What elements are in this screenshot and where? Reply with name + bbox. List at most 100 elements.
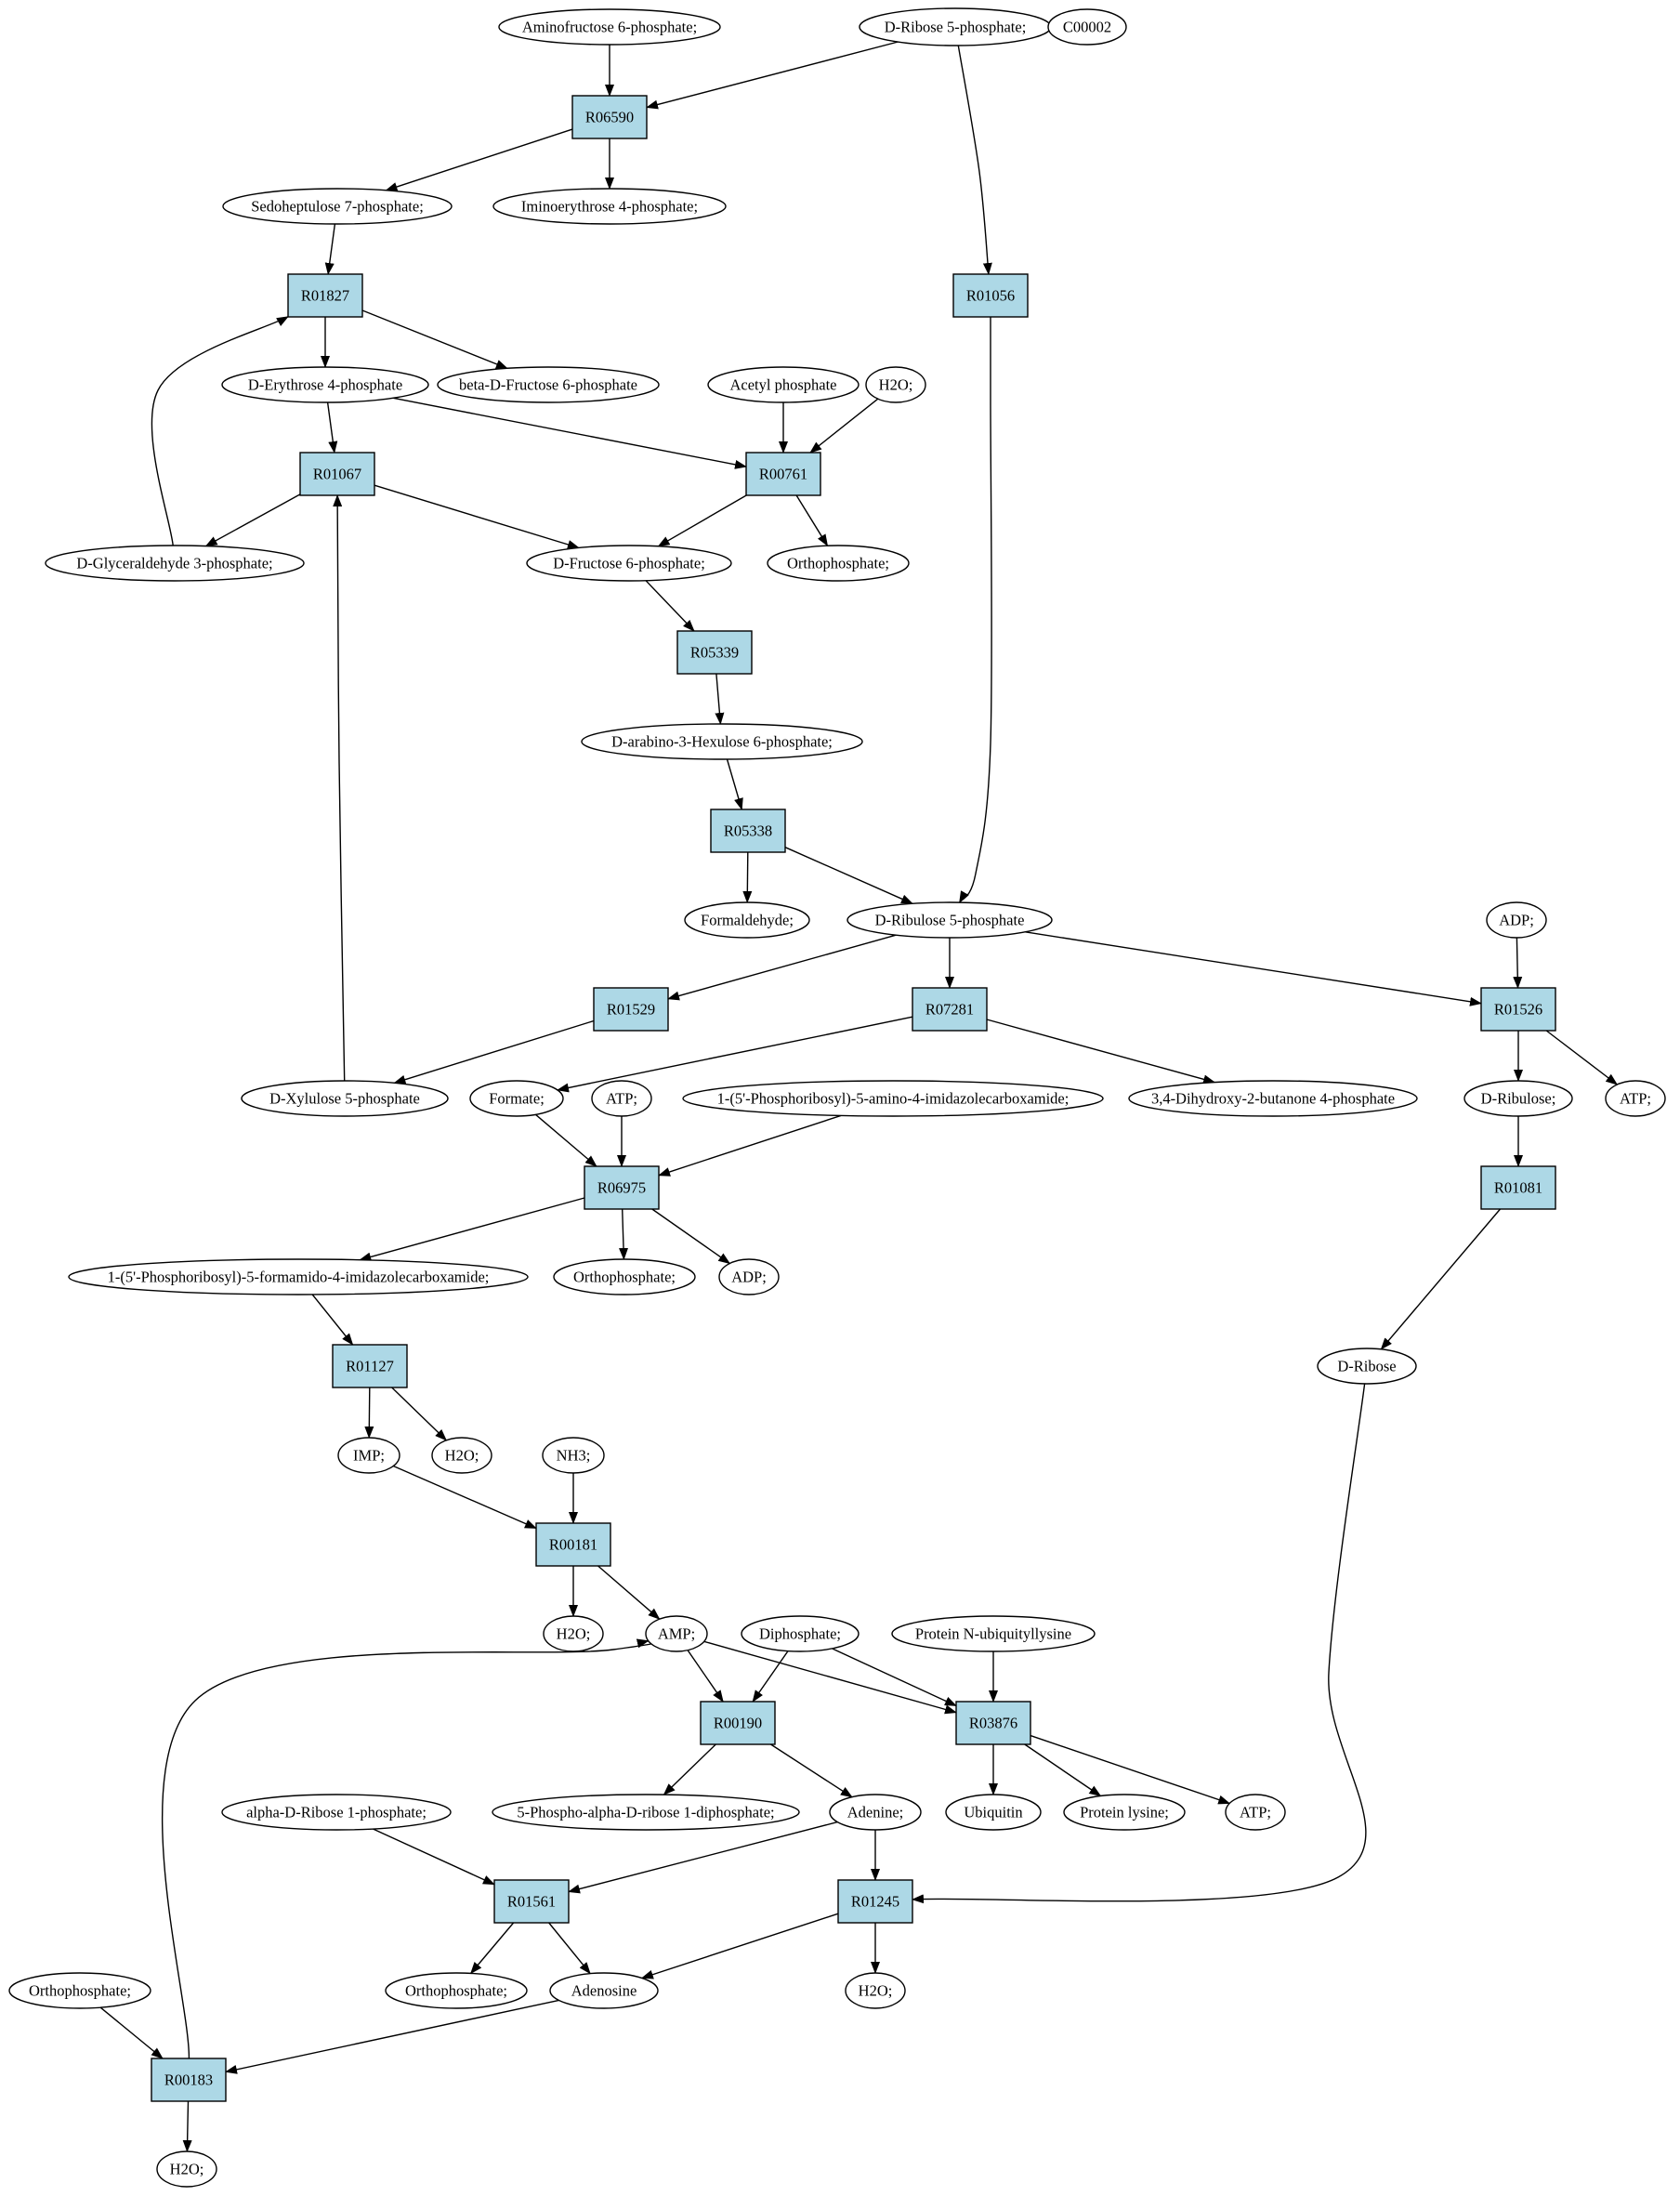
metabolite-node-dribulose[interactable]: D-Ribulose; — [1463, 1080, 1573, 1117]
edge-dfructose6p-to-r05339 — [645, 580, 695, 632]
reaction-node-r01056[interactable]: R01056 — [952, 273, 1029, 318]
reaction-node-r01526[interactable]: R01526 — [1480, 987, 1556, 1032]
metabolite-node-faicar[interactable]: 1-(5'-Phosphoribosyl)-5-formamido-4-imid… — [68, 1258, 529, 1295]
metabolite-node-betadfructose6p[interactable]: beta-D-Fructose 6-phosphate — [437, 366, 660, 403]
metabolite-node-ubiquitin[interactable]: Ubiquitin — [945, 1794, 1042, 1831]
edge-r01526-to-atp_b — [1545, 1030, 1619, 1085]
metabolite-node-dribulose5p[interactable]: D-Ribulose 5-phosphate — [847, 901, 1053, 939]
metabolite-node-dihydroxybutanone4p[interactable]: 3,4-Dihydroxy-2-butanone 4-phosphate — [1128, 1080, 1418, 1117]
metabolite-node-nh3[interactable]: NH3; — [542, 1437, 605, 1474]
metabolite-ellipse — [1128, 1080, 1418, 1117]
metabolite-node-orthophosphate_a[interactable]: Orthophosphate; — [767, 545, 910, 582]
metabolite-ellipse — [543, 1615, 604, 1652]
node-label: Orthophosphate; — [29, 1982, 131, 2000]
reaction-node-r01827[interactable]: R01827 — [287, 273, 363, 318]
metabolite-node-formaldehyde[interactable]: Formaldehyde; — [684, 901, 810, 939]
node-label: R01056 — [966, 287, 1015, 305]
metabolite-node-dfructose6p[interactable]: D-Fructose 6-phosphate; — [526, 545, 732, 582]
metabolite-node-iminoerythrose4p[interactable]: Iminoerythrose 4-phosphate; — [492, 188, 727, 225]
metabolite-node-prpp[interactable]: 5-Phospho-alpha-D-ribose 1-diphosphate; — [492, 1794, 800, 1831]
node-label: R01561 — [507, 1893, 556, 1911]
reaction-node-r06590[interactable]: R06590 — [571, 95, 648, 139]
nodes-layer: Aminofructose 6-phosphate; D-Ribose 5-pho… — [8, 7, 1666, 2188]
node-label: Adenine; — [847, 1804, 903, 1821]
node-label: AMP; — [658, 1625, 695, 1643]
metabolite-node-dribose[interactable]: D-Ribose — [1317, 1348, 1417, 1385]
reaction-node-r00761[interactable]: R00761 — [745, 452, 821, 496]
edge-r06975-to-orthophosphate_b — [619, 1208, 629, 1260]
node-label: D-arabino-3-Hexulose 6-phosphate; — [611, 733, 833, 751]
metabolite-node-adp_b[interactable]: ADP; — [718, 1258, 780, 1295]
metabolite-node-acetylphosphate[interactable]: Acetyl phosphate — [707, 366, 860, 403]
metabolite-node-formate[interactable]: Formate; — [469, 1080, 564, 1117]
edge-r06590-to-sedoheptulose7p — [385, 128, 573, 191]
metabolite-node-h2o_a[interactable]: H2O; — [865, 366, 926, 403]
metabolite-node-orthophosphate_c[interactable]: Orthophosphate; — [385, 1972, 528, 2009]
metabolite-node-proteinnubiquityllysine[interactable]: Protein N-ubiquityllysine — [891, 1615, 1096, 1652]
edge-r07281-to-dihydroxybutanone4p — [986, 1019, 1216, 1085]
node-label: R01067 — [313, 466, 361, 483]
metabolite-node-darabino3hexulose6p[interactable]: D-arabino-3-Hexulose 6-phosphate; — [581, 723, 863, 760]
node-label: ATP; — [606, 1090, 637, 1108]
reaction-node-r01081[interactable]: R01081 — [1480, 1165, 1556, 1210]
metabolite-node-dribose5p[interactable]: D-Ribose 5-phosphate; — [859, 7, 1052, 46]
reaction-node-r05338[interactable]: R05338 — [710, 809, 786, 853]
reaction-node-r01127[interactable]: R01127 — [332, 1344, 408, 1388]
reaction-node-r06975[interactable]: R06975 — [584, 1165, 660, 1210]
edge-r00761-to-orthophosphate_a — [795, 494, 829, 547]
metabolite-node-diphosphate[interactable]: Diphosphate; — [741, 1615, 860, 1652]
edge-formate-to-r06975 — [534, 1113, 597, 1167]
edge-r01561-to-orthophosphate_c — [470, 1922, 515, 1975]
reaction-node-r03876[interactable]: R03876 — [955, 1701, 1031, 1745]
metabolite-node-atp_b[interactable]: ATP; — [1605, 1080, 1666, 1117]
metabolite-node-amp[interactable]: AMP; — [645, 1615, 708, 1652]
metabolite-node-aminofructose6p[interactable]: Aminofructose 6-phosphate; — [498, 8, 721, 46]
metabolite-node-adp_a[interactable]: ADP; — [1486, 901, 1547, 939]
metabolite-ellipse — [526, 545, 732, 582]
node-label: D-Fructose 6-phosphate; — [553, 555, 705, 572]
metabolite-node-h2o_d[interactable]: H2O; — [845, 1972, 906, 2009]
metabolite-ellipse — [591, 1080, 652, 1117]
metabolite-node-c00002[interactable]: C00002 — [1047, 8, 1127, 46]
reaction-node-r01245[interactable]: R01245 — [837, 1879, 913, 1924]
edge-imp-to-r00181 — [393, 1465, 537, 1530]
node-label: R06975 — [597, 1179, 646, 1197]
node-label: ADP; — [1499, 912, 1534, 929]
reaction-node-r01529[interactable]: R01529 — [593, 987, 669, 1032]
metabolite-node-adenosine[interactable]: Adenosine — [549, 1972, 659, 2009]
metabolite-node-dxylulose5p[interactable]: D-Xylulose 5-phosphate — [241, 1080, 449, 1117]
reaction-box — [151, 2058, 227, 2102]
metabolite-node-adenine[interactable]: Adenine; — [829, 1794, 922, 1831]
reaction-node-r00190[interactable]: R00190 — [700, 1701, 776, 1745]
metabolite-node-atp_c[interactable]: ATP; — [1225, 1794, 1286, 1831]
edge-r00181-to-amp — [597, 1565, 661, 1620]
metabolite-node-orthophosphate_b[interactable]: Orthophosphate; — [553, 1258, 696, 1295]
edge-faicar-to-r01127 — [311, 1294, 354, 1346]
metabolite-node-h2o_e[interactable]: H2O; — [156, 2150, 217, 2188]
reaction-node-r07281[interactable]: R07281 — [912, 987, 988, 1032]
reaction-node-r05339[interactable]: R05339 — [676, 630, 753, 675]
metabolite-node-atp_a[interactable]: ATP; — [591, 1080, 652, 1117]
metabolite-node-aicar[interactable]: 1-(5'-Phosphoribosyl)-5-amino-4-imidazol… — [682, 1080, 1104, 1117]
metabolite-node-h2o_b[interactable]: H2O; — [431, 1437, 492, 1474]
edge-r05339-to-darabino3hexulose6p — [715, 673, 725, 725]
reaction-node-r00181[interactable]: R00181 — [535, 1522, 611, 1567]
node-label: R01081 — [1494, 1179, 1542, 1197]
metabolite-node-h2o_c[interactable]: H2O; — [543, 1615, 604, 1652]
metabolite-node-alphadribose1p[interactable]: alpha-D-Ribose 1-phosphate; — [221, 1794, 452, 1831]
metabolite-ellipse — [542, 1437, 605, 1474]
reaction-node-r00183[interactable]: R00183 — [151, 2058, 227, 2102]
metabolite-node-derythrose4p[interactable]: D-Erythrose 4-phosphate — [221, 366, 429, 403]
metabolite-ellipse — [385, 1972, 528, 2009]
metabolite-node-dglyceraldehyde3p[interactable]: D-Glyceraldehyde 3-phosphate; — [45, 545, 305, 582]
reaction-node-r01067[interactable]: R01067 — [299, 452, 375, 496]
edge-dribose5p-to-r01056 — [957, 45, 992, 275]
node-label: D-Ribulose 5-phosphate — [875, 912, 1025, 929]
metabolite-node-sedoheptulose7p[interactable]: Sedoheptulose 7-phosphate; — [222, 188, 453, 225]
metabolite-node-orthophosphate_d[interactable]: Orthophosphate; — [8, 1972, 151, 2009]
edge-r07281-to-formate — [557, 1016, 913, 1093]
reaction-node-r01561[interactable]: R01561 — [493, 1879, 570, 1924]
metabolite-node-imp[interactable]: IMP; — [337, 1437, 400, 1474]
metabolite-node-proteinlysine[interactable]: Protein lysine; — [1063, 1794, 1186, 1831]
